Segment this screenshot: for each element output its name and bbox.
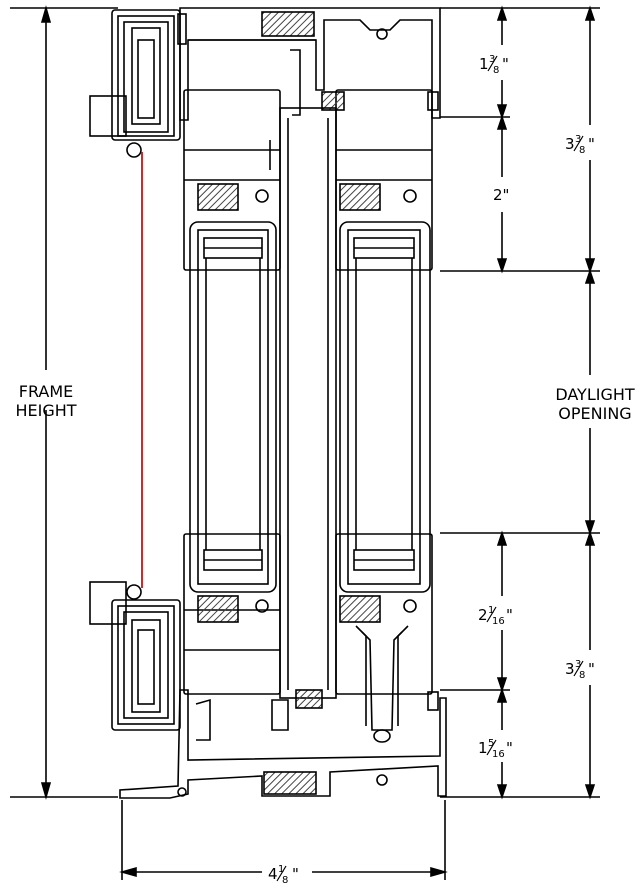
dim-sill-total: 3 3 8 "	[565, 659, 595, 681]
dim-head-mid: 2"	[493, 186, 509, 204]
head-left-track	[89, 9, 187, 158]
head-frame-profile	[179, 7, 441, 121]
center-mullion	[279, 107, 337, 699]
svg-text:": "	[506, 606, 513, 624]
svg-text:": "	[502, 55, 509, 73]
sill-frame-profile	[119, 689, 447, 799]
svg-text:8: 8	[282, 875, 288, 885]
svg-text:3: 3	[565, 660, 575, 678]
svg-text:8: 8	[493, 65, 499, 76]
svg-text:16: 16	[492, 749, 505, 760]
glass-unit-left	[189, 221, 277, 593]
right-dimension-lines	[440, 5, 600, 800]
dim-head-top: 1 3 8 "	[479, 54, 509, 76]
svg-text:3: 3	[489, 54, 495, 65]
svg-text:": "	[506, 739, 513, 757]
svg-text:1: 1	[478, 739, 488, 757]
frame-label-line2: HEIGHT	[15, 401, 76, 420]
svg-text:8: 8	[579, 670, 585, 681]
frame-label-line1: FRAME	[19, 382, 74, 401]
glass-unit-right	[339, 221, 431, 593]
daylight-label-line1: DAYLIGHT	[555, 385, 635, 404]
frame-height-dimension	[10, 5, 118, 800]
svg-text:16: 16	[492, 616, 505, 627]
svg-text:8: 8	[579, 145, 585, 156]
dim-sill-mid: 2 1 16 "	[478, 605, 513, 627]
svg-text:": "	[588, 660, 595, 678]
svg-text:5: 5	[488, 738, 494, 749]
svg-text:": "	[588, 135, 595, 153]
svg-text:2: 2	[478, 606, 488, 624]
head-sash-left	[183, 89, 281, 271]
svg-text:": "	[292, 865, 299, 883]
svg-text:1: 1	[479, 55, 489, 73]
sill-sash-left	[183, 533, 281, 695]
svg-text:3: 3	[575, 659, 581, 670]
svg-text:1: 1	[488, 605, 494, 616]
daylight-label-line2: OPENING	[558, 404, 631, 423]
svg-text:4: 4	[268, 865, 278, 883]
dim-head-total: 3 3 8 "	[565, 134, 595, 156]
depth-dimension	[119, 800, 448, 880]
dim-sill-bottom: 1 5 16 "	[478, 738, 513, 760]
sill-sash-right	[335, 533, 439, 711]
svg-text:1: 1	[278, 864, 284, 875]
svg-text:3: 3	[565, 135, 575, 153]
head-sash-right	[321, 89, 439, 271]
sill-left-track	[89, 581, 181, 731]
dim-depth: 4 1 8 "	[268, 864, 299, 885]
svg-text:3: 3	[575, 134, 581, 145]
svg-text:2": 2"	[493, 186, 509, 204]
sill-interlock	[355, 625, 409, 743]
